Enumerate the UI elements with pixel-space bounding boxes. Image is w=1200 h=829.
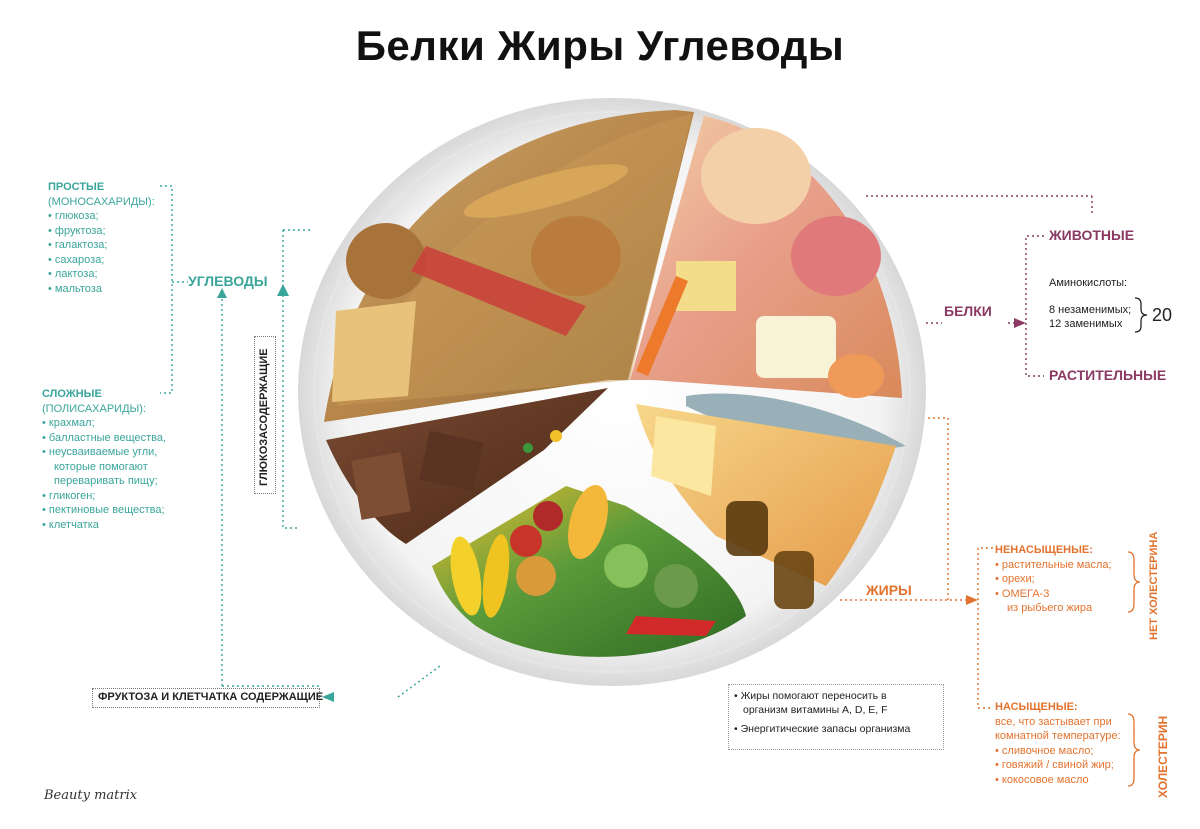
saturated-fats-block: НАСЫЩЕНЫЕ: все, что застывает при комнат…: [995, 700, 1135, 787]
list-item: из рыбьего жира: [1007, 602, 1093, 614]
list-item: которые помогают: [54, 460, 148, 473]
list-item: • балластные вещества,: [42, 431, 167, 444]
complex-carbs-subtitle: (ПОЛИСАХАРИДЫ):: [42, 402, 146, 415]
complex-carbs-title: СЛОЖНЫЕ: [42, 388, 102, 400]
fats-notes: • Жиры помогают переносить в организм ви…: [734, 690, 939, 737]
unsaturated-fats-block: НЕНАСЫЩЕНЫЕ: • растительные масла; • оре…: [995, 543, 1135, 616]
list-item: организм витамины A, D, E, F: [743, 703, 888, 716]
page-title: Белки Жиры Углеводы: [355, 22, 845, 69]
plant-protein-label: РАСТИТЕЛЬНЫЕ: [1049, 367, 1167, 383]
list-item: • пектиновые вещества;: [42, 504, 165, 516]
unsaturated-title: НЕНАСЫЩЕНЫЕ:: [995, 544, 1093, 556]
complex-carbs-block: СЛОЖНЫЕ (ПОЛИСАХАРИДЫ): • крахмал; • бал…: [42, 387, 192, 532]
list-item: • орехи;: [995, 573, 1035, 585]
list-item: • крахмал;: [42, 417, 95, 429]
protein-label: БЕЛКИ: [944, 303, 992, 319]
list-item: фруктоза;: [48, 224, 178, 239]
nonessential-amino: 12 заменимых: [1049, 318, 1123, 330]
simple-carbs-subtitle: (МОНОСАХАРИДЫ):: [48, 195, 155, 208]
carbs-label: УГЛЕВОДЫ: [188, 273, 268, 289]
list-item: • говяжий / свиной жир;: [995, 759, 1114, 771]
fructose-label-box: [92, 688, 320, 708]
list-item: глюкоза;: [48, 209, 178, 224]
fructose-label: ФРУКТОЗА И КЛЕТЧАТКА СОДЕРЖАЩИЕ: [98, 691, 324, 703]
fats-notes-box: [728, 684, 944, 750]
cholesterol-label: ХОЛЕСТЕРИН: [1156, 715, 1170, 798]
amino-total: 20: [1152, 305, 1173, 325]
list-item: • ОМЕГА-3: [995, 587, 1050, 600]
list-item: сахароза;: [48, 253, 178, 268]
simple-carbs-title: ПРОСТЫЕ: [48, 181, 105, 193]
glucose-label-box: [254, 336, 276, 494]
list-item: • кокосовое масло: [995, 773, 1089, 786]
list-item: галактоза;: [48, 238, 178, 253]
simple-carbs-block: ПРОСТЫЕ (МОНОСАХАРИДЫ): глюкоза; фруктоз…: [48, 180, 178, 296]
fats-label: ЖИРЫ: [866, 582, 912, 598]
food-plate: [298, 98, 926, 686]
fruits-vegetables-segment: [432, 486, 746, 657]
saturated-desc-1: все, что застывает при: [995, 715, 1112, 728]
saturated-desc-2: комнатной температуре:: [995, 730, 1121, 742]
list-item: • неусваиваемые угли,: [42, 446, 158, 458]
list-item: • гликоген;: [42, 489, 96, 502]
list-item: • клетчатка: [42, 518, 99, 531]
saturated-title: НАСЫЩЕНЫЕ:: [995, 701, 1078, 713]
list-item: переваривать пищу;: [54, 475, 158, 487]
amino-title: Аминокислоты:: [1049, 277, 1128, 289]
fat-connectors: [840, 417, 993, 709]
glucose-label: ГЛЮКОЗАСОДЕРЖАЩИЕ: [258, 348, 270, 486]
essential-amino: 8 незаменимых;: [1049, 304, 1132, 316]
no-cholesterol-label: НЕТ ХОЛЕСТЕРИНА: [1148, 531, 1160, 640]
list-item: • растительные масла;: [995, 558, 1112, 571]
list-item: • сливочное масло;: [995, 744, 1094, 757]
watermark: Beauty matrix: [44, 788, 138, 803]
simple-carbs-list: глюкоза; фруктоза; галактоза; сахароза; …: [48, 209, 178, 296]
list-item: • Жиры помогают переносить в: [734, 690, 887, 702]
list-item: лактоза;: [48, 267, 178, 282]
list-item: мальтоза: [48, 282, 178, 297]
animal-protein-label: ЖИВОТНЫЕ: [1049, 227, 1135, 243]
list-item: • Энергитические запасы организма: [734, 723, 911, 735]
